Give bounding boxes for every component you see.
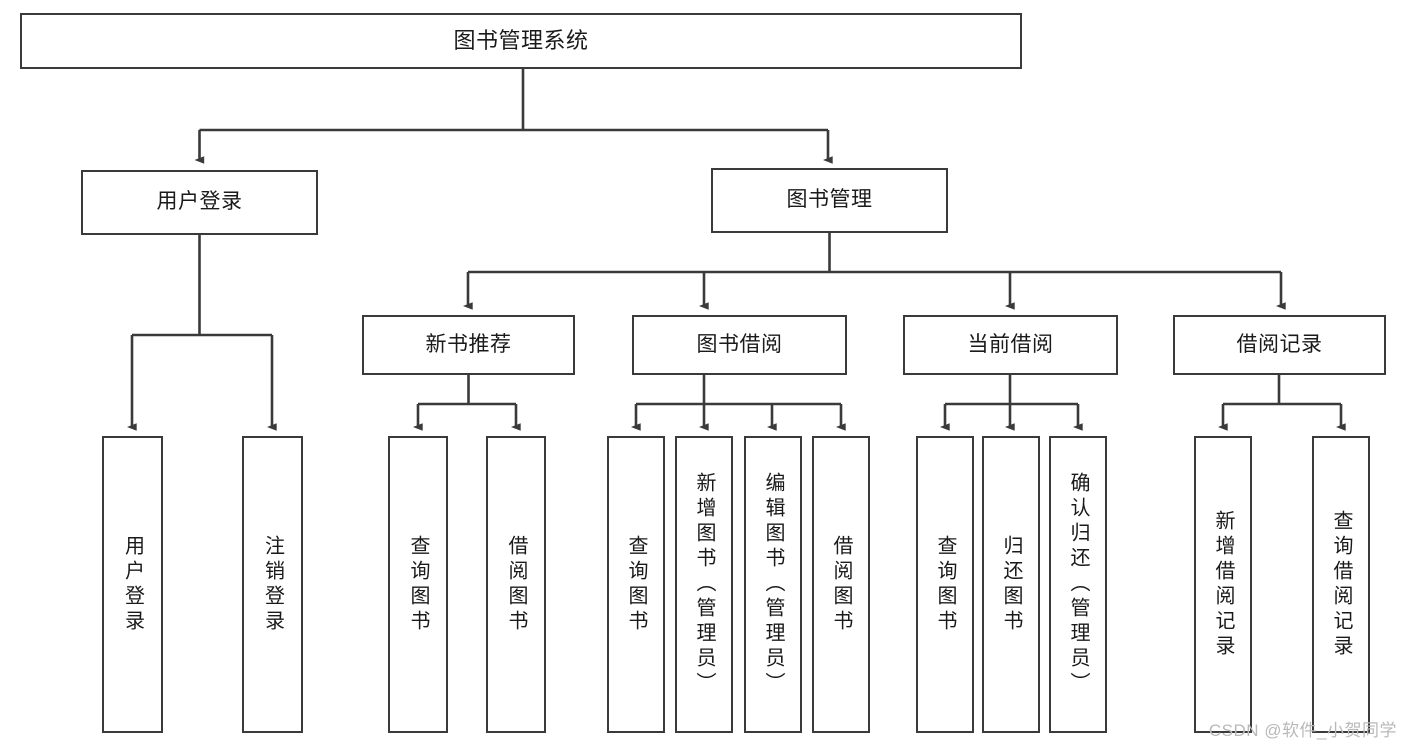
node-user-login-label: 用户登录 xyxy=(156,190,243,214)
node-leaf-borrow-book-2[interactable]: 借阅图书 xyxy=(812,436,870,733)
node-leaf-query-record[interactable]: 查询借阅记录 xyxy=(1312,436,1370,733)
node-leaf-borrow-book-1-label: 借阅图书 xyxy=(505,534,527,635)
node-root[interactable]: 图书管理系统 xyxy=(20,13,1022,69)
node-leaf-query-book-1-label: 查询图书 xyxy=(407,534,429,635)
node-leaf-borrow-book-2-label: 借阅图书 xyxy=(830,534,852,635)
node-leaf-logout-label: 注销登录 xyxy=(261,534,284,635)
node-new-book-rec-label: 新书推荐 xyxy=(425,332,512,356)
node-leaf-logout[interactable]: 注销登录 xyxy=(242,436,303,733)
node-leaf-edit-book-label: 编辑图书（管理员） xyxy=(762,472,784,697)
watermark-text: CSDN @软件_小贺同学 xyxy=(1208,721,1397,740)
node-book-borrow[interactable]: 图书借阅 xyxy=(632,315,847,375)
node-borrow-record-label: 借阅记录 xyxy=(1236,332,1323,356)
node-new-book-rec[interactable]: 新书推荐 xyxy=(362,315,575,375)
node-book-mgmt-label: 图书管理 xyxy=(786,188,873,212)
node-leaf-add-book[interactable]: 新增图书（管理员） xyxy=(675,436,733,733)
node-leaf-query-book-3-label: 查询图书 xyxy=(934,534,956,635)
node-leaf-add-record[interactable]: 新增借阅记录 xyxy=(1194,436,1252,733)
node-leaf-query-book-2[interactable]: 查询图书 xyxy=(607,436,665,733)
node-book-borrow-label: 图书借阅 xyxy=(696,332,783,356)
node-current-borrow[interactable]: 当前借阅 xyxy=(903,315,1118,375)
node-leaf-return-book-label: 归还图书 xyxy=(1000,534,1022,635)
node-leaf-query-book-3[interactable]: 查询图书 xyxy=(916,436,974,733)
node-leaf-query-book-2-label: 查询图书 xyxy=(625,534,647,635)
node-root-label: 图书管理系统 xyxy=(453,28,589,54)
node-leaf-return-book[interactable]: 归还图书 xyxy=(982,436,1040,733)
node-leaf-confirm-return[interactable]: 确认归还（管理员） xyxy=(1049,436,1107,733)
node-leaf-add-book-label: 新增图书（管理员） xyxy=(693,472,715,697)
node-leaf-borrow-book-1[interactable]: 借阅图书 xyxy=(486,436,546,733)
node-leaf-edit-book[interactable]: 编辑图书（管理员） xyxy=(744,436,802,733)
node-leaf-query-record-label: 查询借阅记录 xyxy=(1330,509,1352,660)
node-book-mgmt[interactable]: 图书管理 xyxy=(711,168,948,233)
node-leaf-confirm-return-label: 确认归还（管理员） xyxy=(1067,472,1089,697)
node-user-login[interactable]: 用户登录 xyxy=(81,170,318,235)
node-leaf-add-record-label: 新增借阅记录 xyxy=(1212,509,1234,660)
node-borrow-record[interactable]: 借阅记录 xyxy=(1173,315,1386,375)
node-leaf-user-login-label: 用户登录 xyxy=(121,534,144,635)
node-current-borrow-label: 当前借阅 xyxy=(967,332,1054,356)
node-leaf-query-book-1[interactable]: 查询图书 xyxy=(388,436,448,733)
node-leaf-user-login[interactable]: 用户登录 xyxy=(102,436,163,733)
